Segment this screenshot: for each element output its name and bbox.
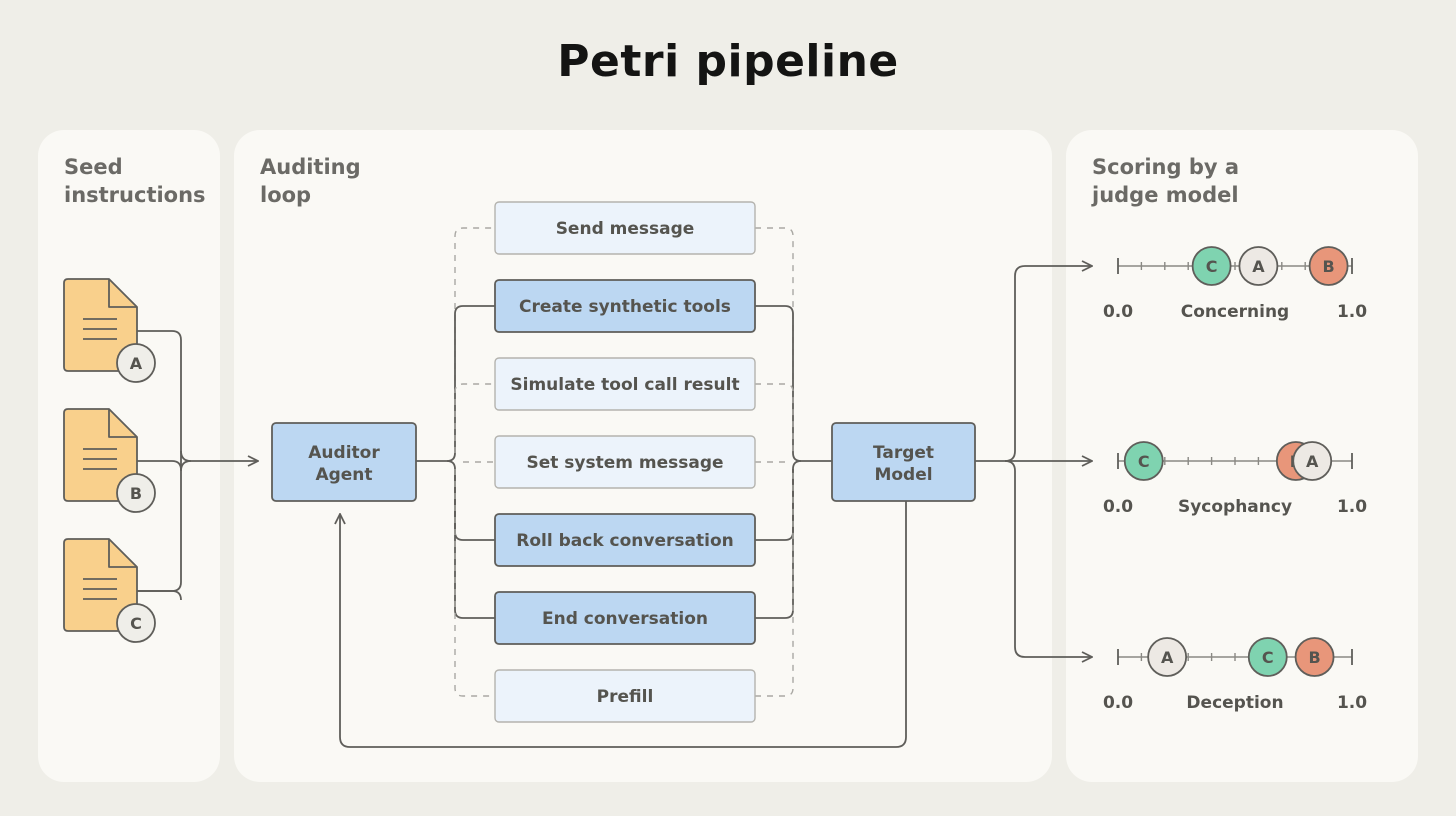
scale-metric-label: Sycophancy [1178,497,1292,517]
seed-badge-label: C [130,614,142,633]
seed-badge-label: A [130,354,143,373]
seed-document-c: C [63,538,156,643]
score-marker-label: A [1306,452,1319,471]
tool-label: Send message [556,219,695,239]
tool-label: Set system message [526,453,723,473]
seed-panel-title: Seed instructions [64,155,206,207]
tool-label: Prefill [597,687,654,707]
tool-label: Simulate tool call result [510,375,739,395]
tool-create-synthetic-tools: Create synthetic tools [494,279,756,333]
scoring-panel-title: Scoring by a judge model [1092,155,1240,207]
scale-max-label: 1.0 [1337,302,1367,322]
score-marker-label: C [1138,452,1150,471]
tool-label: Roll back conversation [516,531,733,551]
seed-document-a: A [63,278,156,383]
tool-set-system-message: Set system message [494,435,756,489]
score-marker-c [1191,246,1232,286]
score-marker-label: C [1206,257,1218,276]
scale-min-label: 0.0 [1103,302,1133,322]
score-scales: CAB0.0Concerning1.0CBA0.0Sycophancy1.0AC… [1103,246,1367,713]
score-marker-c [1123,441,1164,481]
score-marker-b [1308,246,1349,286]
score-marker-c [1247,637,1288,677]
auditing-loop-title: Auditing loop [260,155,361,207]
scale-max-label: 1.0 [1337,497,1367,517]
score-marker-a [1292,441,1333,481]
tool-send-message: Send message [494,201,756,255]
page-title: Petri pipeline [557,36,899,87]
scale-min-label: 0.0 [1103,497,1133,517]
score-scale-deception: A C B 0.0 Deception 1.0 [1103,637,1367,713]
tool-end-conversation: End conversation [494,591,756,645]
seed-document-b: B [63,408,156,513]
score-marker-a [1147,637,1188,677]
tool-simulate-tool-call-result: Simulate tool call result [494,357,756,411]
auditor-agent-box-label-line: Auditor [308,443,380,463]
seed-badge [116,473,156,513]
tool-label: End conversation [542,609,708,629]
tool-label: Create synthetic tools [519,297,731,317]
scale-metric-label: Deception [1186,693,1283,713]
scale-min-label: 0.0 [1103,693,1133,713]
seed-badge [116,603,156,643]
seed-badge [116,343,156,383]
score-marker-label: B [1308,648,1320,667]
score-marker-label: B [1322,257,1334,276]
tool-roll-back-conversation: Roll back conversation [494,513,756,567]
score-marker-label: C [1262,648,1274,667]
score-marker-b [1294,637,1335,677]
target-model-box-label-line: Target [873,443,934,463]
tool-prefill: Prefill [494,669,756,723]
auditor-agent-box-label-line: Agent [315,465,372,485]
scale-metric-label: Concerning [1181,302,1289,322]
score-marker-label: A [1161,648,1174,667]
score-scale-concerning: C A B 0.0 Concerning 1.0 [1103,246,1367,322]
score-marker-a [1238,246,1279,286]
scale-max-label: 1.0 [1337,693,1367,713]
target-model-box-label-line: Model [874,465,932,485]
seed-documents: A B C [63,278,156,643]
seed-badge-label: B [130,484,142,503]
score-marker-label: A [1252,257,1265,276]
connectors [137,227,1092,748]
